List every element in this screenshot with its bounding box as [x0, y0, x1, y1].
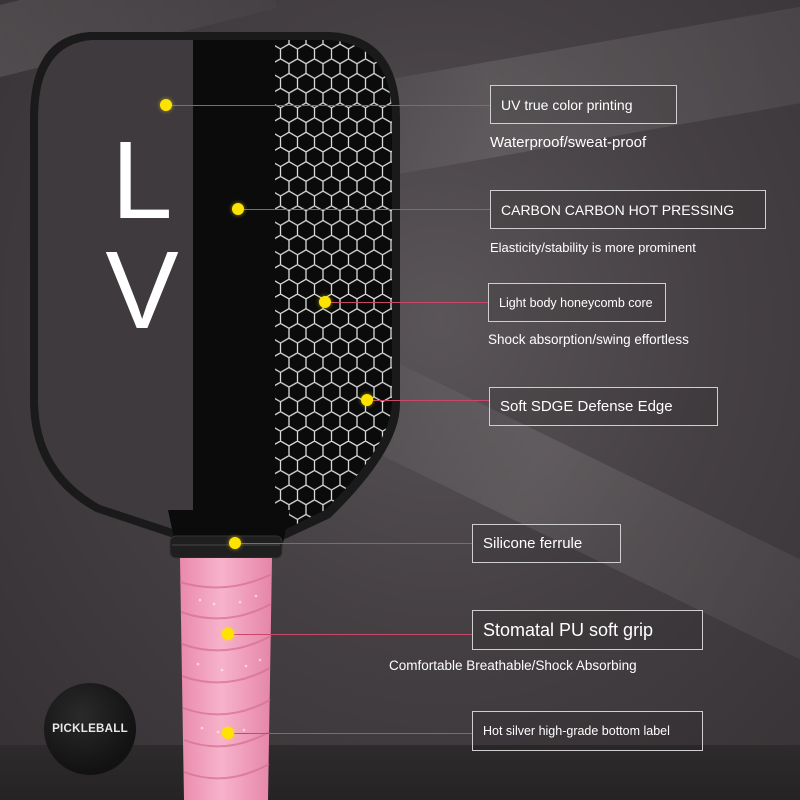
face-letter-v: V	[105, 229, 178, 352]
face-left-panel	[38, 40, 193, 538]
grip	[180, 558, 272, 800]
callout-label: CARBON CARBON HOT PRESSING	[501, 201, 735, 218]
leader-line	[172, 105, 490, 106]
leader-line	[373, 400, 489, 401]
face-letter-l: L	[111, 119, 172, 242]
leader-line	[234, 634, 472, 635]
marker-dot	[361, 394, 373, 406]
caption-shock-absorption: Shock absorption/swing effortless	[488, 332, 689, 347]
badge-text: PICKLEBALL	[52, 723, 128, 735]
marker-dot	[222, 727, 234, 739]
callout-label: Silicone ferrule	[483, 535, 583, 552]
leader-line	[331, 302, 488, 303]
callout-carbon-pressing: CARBON CARBON HOT PRESSING	[490, 190, 766, 229]
callout-label: Stomatal PU soft grip	[483, 619, 654, 640]
callout-defense-edge: Soft SDGE Defense Edge	[489, 387, 718, 426]
marker-dot	[229, 537, 241, 549]
caption-waterproof: Waterproof/sweat-proof	[490, 134, 647, 151]
marker-dot	[160, 99, 172, 111]
face-center-panel	[193, 40, 275, 538]
marker-dot	[232, 203, 244, 215]
callout-honeycomb-core: Light body honeycomb core	[488, 283, 666, 322]
callout-label: Light body honeycomb core	[499, 295, 653, 310]
callout-uv-printing: UV true color printing	[490, 85, 677, 124]
honeycomb-core	[275, 40, 392, 538]
callout-bottom-label: Hot silver high-grade bottom label	[472, 711, 703, 751]
leader-line	[234, 733, 472, 734]
ferrule	[169, 535, 283, 559]
leader-line	[244, 209, 490, 210]
callout-label: UV true color printing	[501, 96, 633, 113]
leader-line	[241, 543, 472, 544]
callout-label: Hot silver high-grade bottom label	[483, 724, 670, 738]
callout-pu-grip: Stomatal PU soft grip	[472, 610, 703, 650]
pickleball-badge: PICKLEBALL	[44, 683, 136, 775]
marker-dot	[319, 296, 331, 308]
callout-label: Soft SDGE Defense Edge	[500, 398, 673, 415]
floor	[0, 745, 800, 800]
callout-silicone-ferrule: Silicone ferrule	[472, 524, 621, 563]
caption-elasticity: Elasticity/stability is more prominent	[490, 240, 696, 255]
marker-dot	[222, 628, 234, 640]
caption-comfortable: Comfortable Breathable/Shock Absorbing	[389, 658, 637, 673]
